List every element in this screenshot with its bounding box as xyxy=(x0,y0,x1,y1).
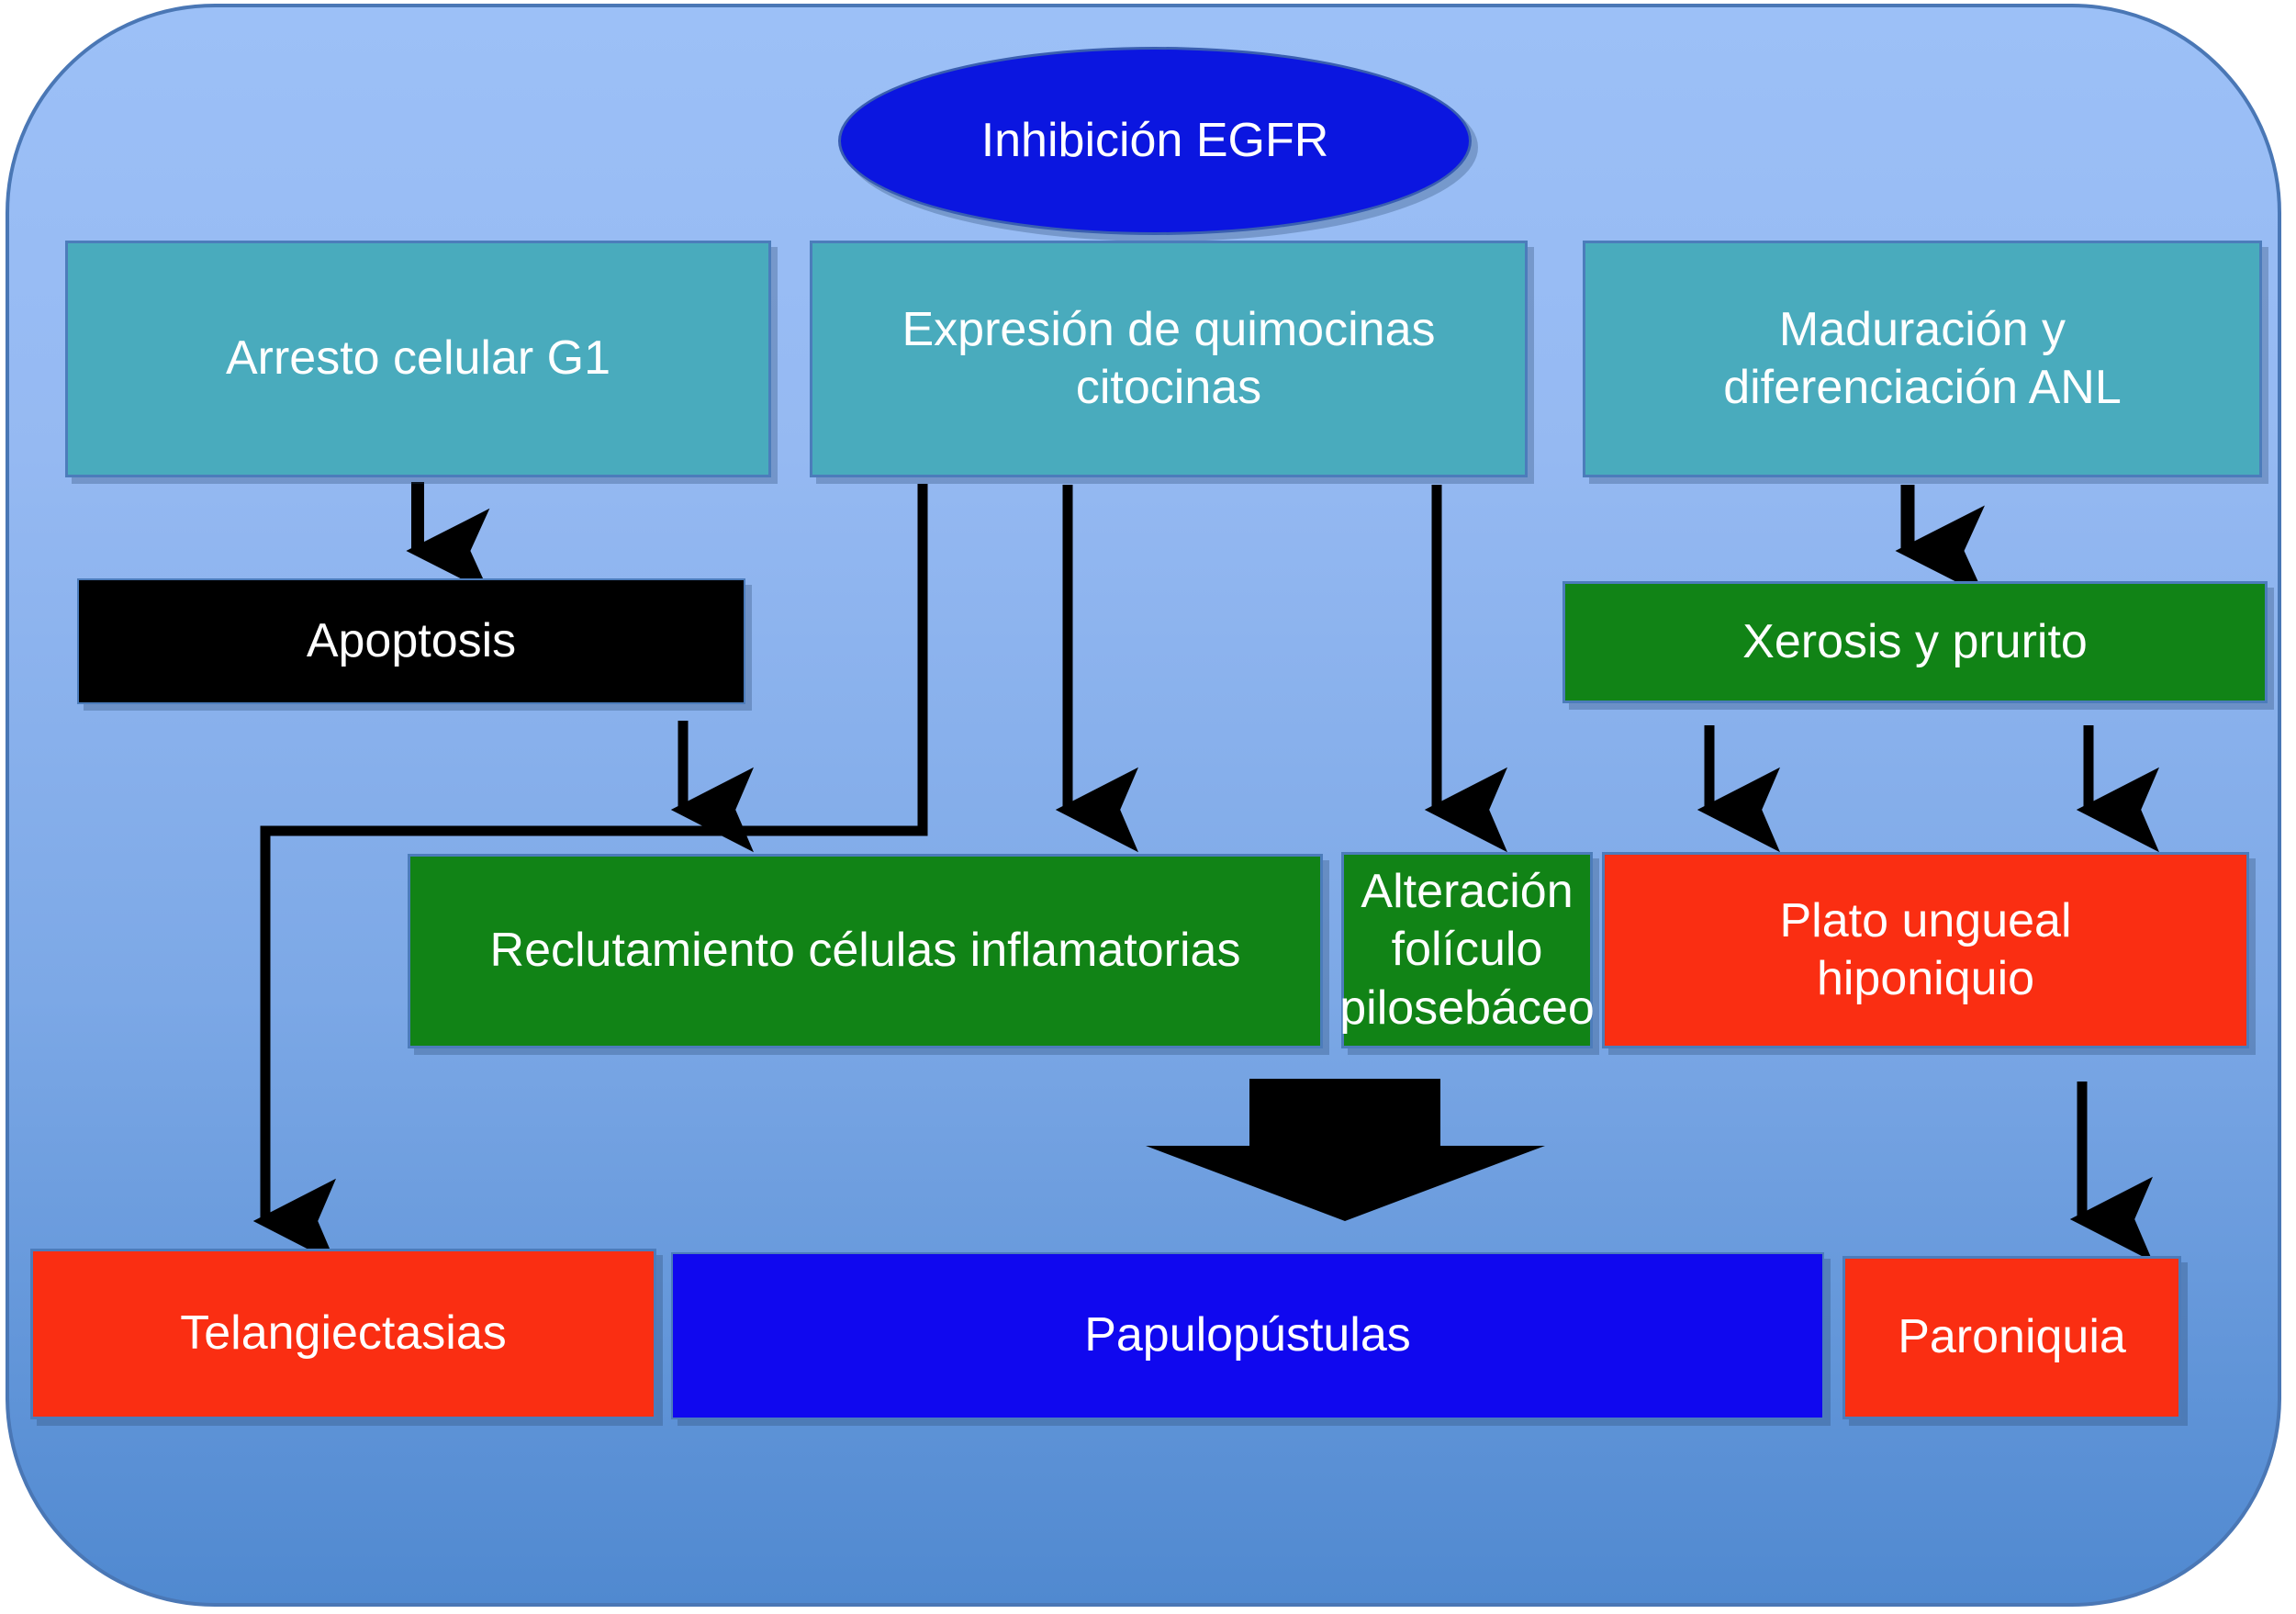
node-maduracion-diferenciacion-anl[interactable]: Maduración y diferenciación ANL xyxy=(1583,241,2262,477)
node-xerosis-y-prurito[interactable]: Xerosis y prurito xyxy=(1562,581,2268,703)
node-apoptosis[interactable]: Apoptosis xyxy=(77,578,745,704)
node-paroniquia[interactable]: Paroniquia xyxy=(1842,1256,2181,1419)
node-plato-ungueal-hiponiquio[interactable]: Plato ungueal hiponiquio xyxy=(1602,852,2249,1048)
node-expresion-quimocinas-citocinas[interactable]: Expresión de quimocinas citocinas xyxy=(810,241,1528,477)
node-alteracion-foliculo-pilosebaceo[interactable]: Alteración folículo pilosebáceo xyxy=(1339,852,1595,1048)
node-telangiectasias[interactable]: Telangiectasias xyxy=(30,1249,656,1419)
node-reclutamiento-celulas-inflamatorias[interactable]: Reclutamiento células inflamatorias xyxy=(408,854,1323,1048)
node-arresto-celular-g1[interactable]: Arresto celular G1 xyxy=(65,241,771,477)
node-papulopustulas[interactable]: Papulopústulas xyxy=(671,1252,1824,1419)
node-inhibicion-egfr[interactable]: Inhibición EGFR xyxy=(838,47,1472,235)
